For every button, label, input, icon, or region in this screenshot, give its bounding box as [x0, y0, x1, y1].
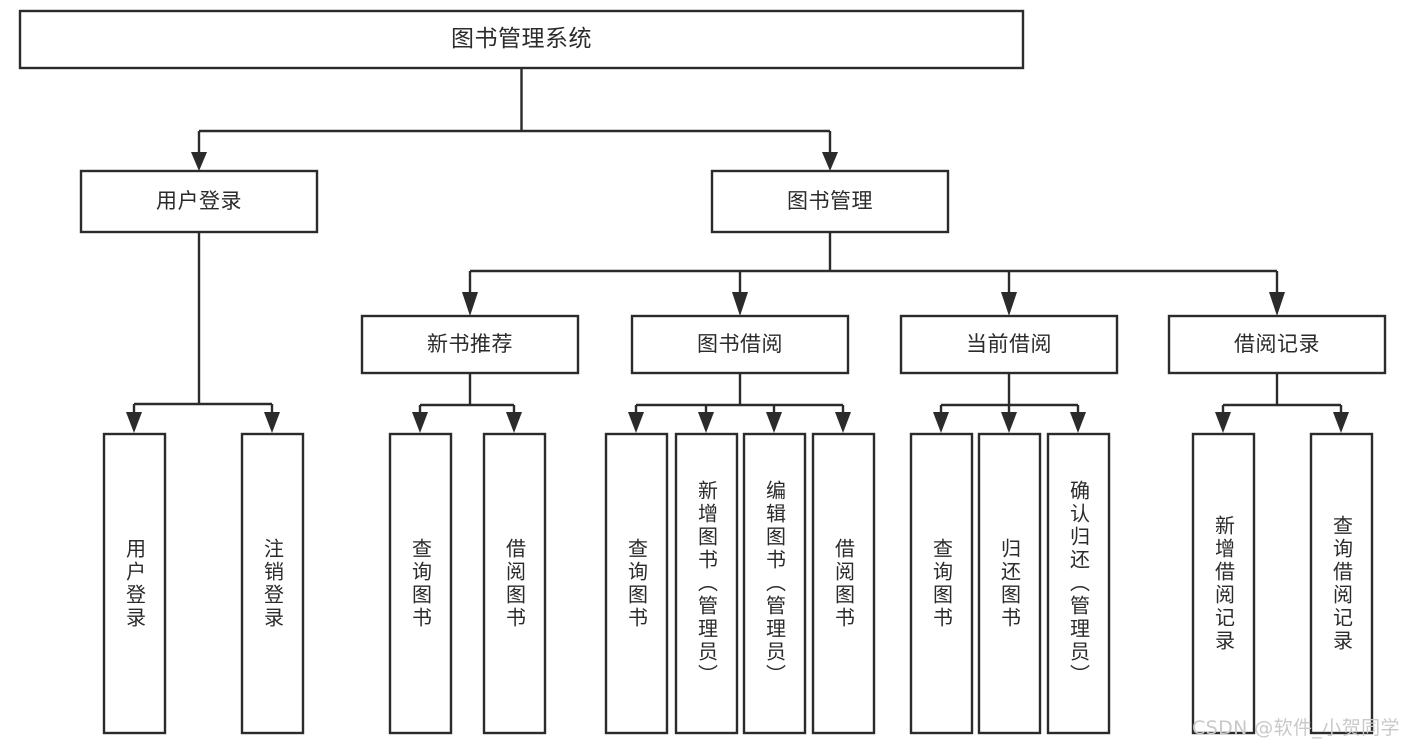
node-box-new-book-recommend[interactable]: [360, 314, 580, 375]
node-box-current-borrow[interactable]: [899, 314, 1119, 375]
connectors-userlogin-to-leaves: [126, 232, 280, 433]
node-box-user-login[interactable]: [79, 169, 319, 234]
connectors-bookborrow-to-leaves: [628, 373, 851, 433]
node-box-leaf-edit-book[interactable]: [742, 432, 807, 735]
node-box-leaf-query-book-1[interactable]: [388, 432, 453, 735]
node-box-leaf-add-record[interactable]: [1191, 432, 1256, 735]
node-box-book-borrow[interactable]: [630, 314, 850, 375]
connectors-currentborrow-to-leaves: [933, 373, 1086, 433]
node-box-leaf-borrow-book-1[interactable]: [482, 432, 547, 735]
node-box-leaf-user-login[interactable]: [102, 432, 167, 735]
node-box-leaf-logout-login[interactable]: [240, 432, 305, 735]
node-box-root[interactable]: [18, 9, 1025, 70]
node-box-leaf-query-record[interactable]: [1309, 432, 1374, 735]
node-box-book-management[interactable]: [710, 169, 950, 234]
connectors-newbook-to-leaves: [412, 373, 522, 433]
connectors-root-to-level2: [191, 68, 838, 171]
node-box-leaf-query-book-3[interactable]: [909, 432, 974, 735]
node-box-leaf-borrow-book-2[interactable]: [811, 432, 876, 735]
connectors-bookmgmt-to-level3: [462, 232, 1285, 316]
node-box-leaf-confirm-return[interactable]: [1046, 432, 1111, 735]
node-box-leaf-return-book[interactable]: [977, 432, 1042, 735]
node-box-borrow-record[interactable]: [1167, 314, 1387, 375]
node-box-leaf-add-book[interactable]: [674, 432, 739, 735]
connectors-borrowrecord-to-leaves: [1215, 373, 1349, 433]
node-box-leaf-query-book-2[interactable]: [604, 432, 669, 735]
